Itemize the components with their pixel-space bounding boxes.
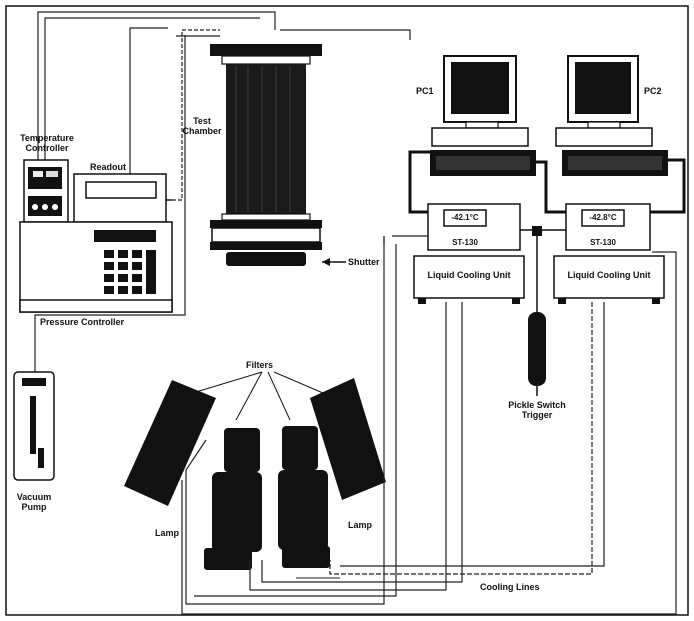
lamp-left-label: Lamp bbox=[155, 528, 180, 538]
temperature-controller bbox=[23, 159, 69, 223]
shutter-label: Shutter bbox=[348, 257, 380, 267]
camera-right bbox=[278, 426, 330, 568]
vacuum-pump bbox=[13, 371, 55, 481]
pc-cables bbox=[408, 150, 686, 214]
cooling-lines bbox=[181, 235, 677, 615]
pickle-switch-label-line2: Trigger bbox=[521, 410, 553, 420]
lamp-left bbox=[124, 380, 216, 506]
st130-label-2: ST-130 bbox=[590, 238, 616, 247]
st130-unit-1 bbox=[427, 203, 521, 251]
liquid-cooling-unit-1-label: Liquid Cooling Unit bbox=[427, 270, 511, 280]
vacuum-pump-label-line1: Vacuum bbox=[16, 492, 52, 502]
liquid-cooling-unit-2 bbox=[553, 255, 665, 304]
camera-left bbox=[204, 428, 262, 570]
pickle-switch-label-line1: Pickle Switch bbox=[508, 400, 566, 410]
cooling-lines-label: Cooling Lines bbox=[480, 582, 540, 592]
liquid-cooling-unit-1 bbox=[413, 255, 525, 304]
lamp-right bbox=[310, 378, 386, 500]
st130-unit-2 bbox=[565, 203, 651, 251]
filters-label: Filters bbox=[246, 360, 274, 370]
test-chamber-label-line2: Chamber bbox=[182, 126, 222, 136]
temperature-controller-label: Temperature Controller bbox=[16, 133, 78, 153]
pressure-controller bbox=[19, 221, 173, 313]
pc1-computer bbox=[430, 55, 536, 176]
vacuum-pump-label-line2: Pump bbox=[21, 502, 47, 512]
pc2-computer bbox=[555, 55, 668, 176]
test-chamber bbox=[210, 44, 346, 266]
temperature-controller-label-line2: Controller bbox=[25, 143, 69, 153]
vacuum-pump-label: Vacuum Pump bbox=[8, 492, 60, 512]
filter-pointers bbox=[195, 371, 331, 421]
test-chamber-label: Test Chamber bbox=[182, 116, 222, 136]
st130-display-1: -42.1°C bbox=[451, 213, 479, 222]
lamp-right-label: Lamp bbox=[348, 520, 373, 530]
pressure-controller-label: Pressure Controller bbox=[40, 317, 125, 327]
st130-display-2: -42.8°C bbox=[589, 213, 617, 222]
readout-unit bbox=[73, 173, 172, 223]
pickle-switch-label: Pickle Switch Trigger bbox=[494, 400, 580, 420]
test-chamber-label-line1: Test bbox=[193, 116, 211, 126]
readout-label: Readout bbox=[90, 162, 126, 172]
pickle-switch bbox=[520, 226, 566, 396]
st130-label-1: ST-130 bbox=[452, 238, 478, 247]
top-cables bbox=[34, 11, 411, 372]
pc1-label: PC1 bbox=[416, 86, 434, 96]
temperature-controller-label-line1: Temperature bbox=[20, 133, 74, 143]
pc2-label: PC2 bbox=[644, 86, 662, 96]
diagram-border bbox=[5, 5, 689, 616]
liquid-cooling-unit-2-label: Liquid Cooling Unit bbox=[567, 270, 651, 280]
